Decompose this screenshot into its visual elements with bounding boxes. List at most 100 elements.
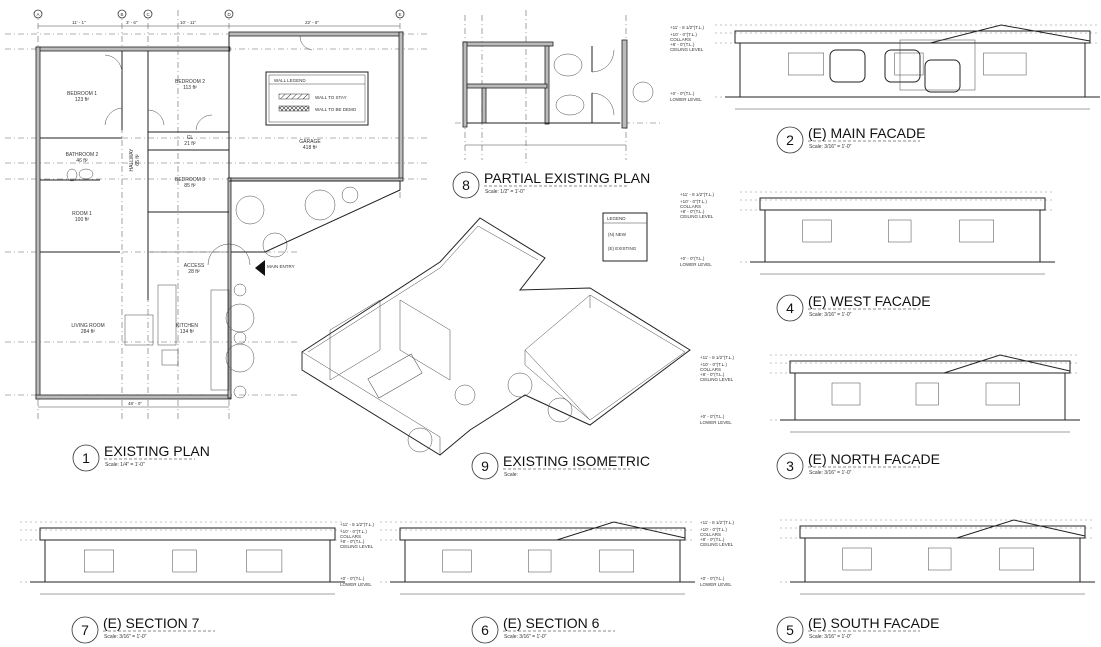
room-name: CL [187,135,194,141]
level-label: COLLARS [680,204,701,209]
level-label: +0' - 0"(T.L.) [680,256,705,261]
main-entry-label: MAIN ENTRY [267,264,295,269]
window [172,549,197,573]
room-name: GARAGE [299,139,321,145]
level-label: +11' - 8 1/2"(T.L.) [670,25,705,30]
room-area: 65 ft² [135,154,141,166]
view-number: 6 [481,622,489,638]
south-facade: +11' - 8 1/2"(T.L.)+10' - 0"(T.L.)COLLAR… [700,519,1095,644]
elevations-and-sections: +11' - 8 1/2"(T.L.) +10' - 0"(T.L.) COLLAR… [20,24,1100,644]
svg-text:B: B [121,12,124,17]
gable-roof [943,354,1071,374]
gable-roof [556,521,686,541]
room-name: LIVING ROOM [71,323,104,329]
room-area: 123 ft² [75,97,90,103]
view-title-8: 8 PARTIAL EXISTING PLAN Scale: 1/2" = 1'… [452,170,650,199]
wall-to-demo-label: WALL TO BE DEMO [315,107,357,112]
main-facade: +11' - 8 1/2"(T.L.)+10' - 0"(T.L.)COLLAR… [670,24,1100,154]
level-label: LOWER LEVEL [670,97,702,102]
svg-text:8: 8 [462,177,470,193]
wall-legend: WALL LEGEND WALL TO STAY WALL TO BE DEMO [265,71,369,126]
window [442,549,472,573]
level-label: COLLARS [700,367,721,372]
room-area: 21 ft² [184,141,196,147]
svg-text:Scale: 1/2" = 1'-0": Scale: 1/2" = 1'-0" [485,189,525,195]
room-name: BATHROOM 2 [66,152,99,158]
level-label: +0' - 0"(T.L.) [700,414,725,419]
window [999,547,1034,571]
svg-text:Scale: 1/4" = 1'-0": Scale: 1/4" = 1'-0" [105,462,145,468]
level-label: +8' - 0"(T.L.) [340,539,365,544]
room-name: ROOM 1 [72,211,92,217]
window [985,382,1020,406]
room-area: 85 ft² [184,183,196,189]
view-number: 3 [786,458,794,474]
gable-roof [956,519,1086,539]
level-label: LOWER LEVEL [700,582,732,587]
level-label: +0' - 0"(T.L.) [700,576,725,581]
svg-text:A: A [37,12,40,17]
roof-fascia [759,197,1046,211]
room-area: 284 ft² [81,329,96,335]
svg-text:(N) NEW: (N) NEW [608,232,627,237]
view-number-circle [776,294,804,322]
north-facade: +11' - 8 1/2"(T.L.)+10' - 0"(T.L.)COLLAR… [700,354,1080,480]
view-title: (E) SECTION 7 [103,615,200,631]
exterior-wall [804,537,1081,583]
view-title-9: 9 EXISTING ISOMETRIC Scale: [471,452,650,480]
level-label: LOWER LEVEL [340,582,372,587]
svg-text:1: 1 [82,450,90,466]
existing-plan: WALL LEGEND WALL TO STAY WALL TO BE DEMO… [5,9,430,472]
wall-to-stay-label: WALL TO STAY [315,95,347,100]
view-title: (E) SOUTH FACADE [808,615,939,631]
room-name: HALLWAY [129,148,135,172]
svg-text:D: D [228,12,232,17]
view-scale: Scale: 3/16" = 1'-0" [809,144,852,150]
level-label: COLLARS [340,534,361,539]
svg-text:PARTIAL EXISTING PLAN: PARTIAL EXISTING PLAN [484,170,650,186]
level-label: +10' - 0"(T.L.) [700,527,727,532]
window [928,547,952,571]
view-number-circle [776,126,804,154]
exterior-wall [764,209,1041,263]
room-name: BEDROOM 2 [175,79,205,85]
svg-text:E: E [399,12,402,17]
window [84,549,114,573]
svg-text:EXISTING ISOMETRIC: EXISTING ISOMETRIC [503,453,650,469]
room-area: 100 ft² [75,217,90,223]
exterior-wall [404,539,681,583]
window [915,382,939,406]
view-scale: Scale: 3/16" = 1'-0" [504,634,547,640]
view-number-circle [776,452,804,480]
exterior-wall [794,372,1066,421]
exterior-wall [44,539,331,583]
level-label: CEILING LEVEL [340,544,374,549]
level-label: +8' - 0"(T.L.) [700,372,725,377]
exterior-wall [739,42,1086,98]
level-label: CEILING LEVEL [670,47,704,52]
existing-isometric: 9 EXISTING ISOMETRIC Scale: [301,217,691,480]
dimension-label: 10' - 11" [180,20,197,25]
level-label: +8' - 0"(T.L.) [680,209,705,214]
gable-roof [930,24,1091,44]
room-name: KITCHEN [176,323,198,329]
view-scale: Scale: 3/16" = 1'-0" [104,634,147,640]
room-area: 418 ft² [303,145,318,151]
window [888,219,912,243]
room-name: BEDROOM 1 [67,91,97,97]
level-label: LOWER LEVEL [680,262,712,267]
roof-fascia [399,527,686,541]
level-label: LOWER LEVEL [700,420,732,425]
level-label: +11' - 8 1/2"(T.L.) [700,355,735,360]
window [842,547,872,571]
level-label: +11' - 8 1/2"(T.L.) [700,520,735,525]
dimension-label: 22' - 6" [305,20,319,25]
wall-legend-title: WALL LEGEND [274,78,306,83]
partial-existing-plan: 8 PARTIAL EXISTING PLAN Scale: 1/2" = 1'… [452,10,660,199]
svg-text:Scale:: Scale: [504,472,518,478]
level-label: +8' - 0"(T.L.) [670,42,695,47]
room-area: 46 ft² [76,158,88,164]
